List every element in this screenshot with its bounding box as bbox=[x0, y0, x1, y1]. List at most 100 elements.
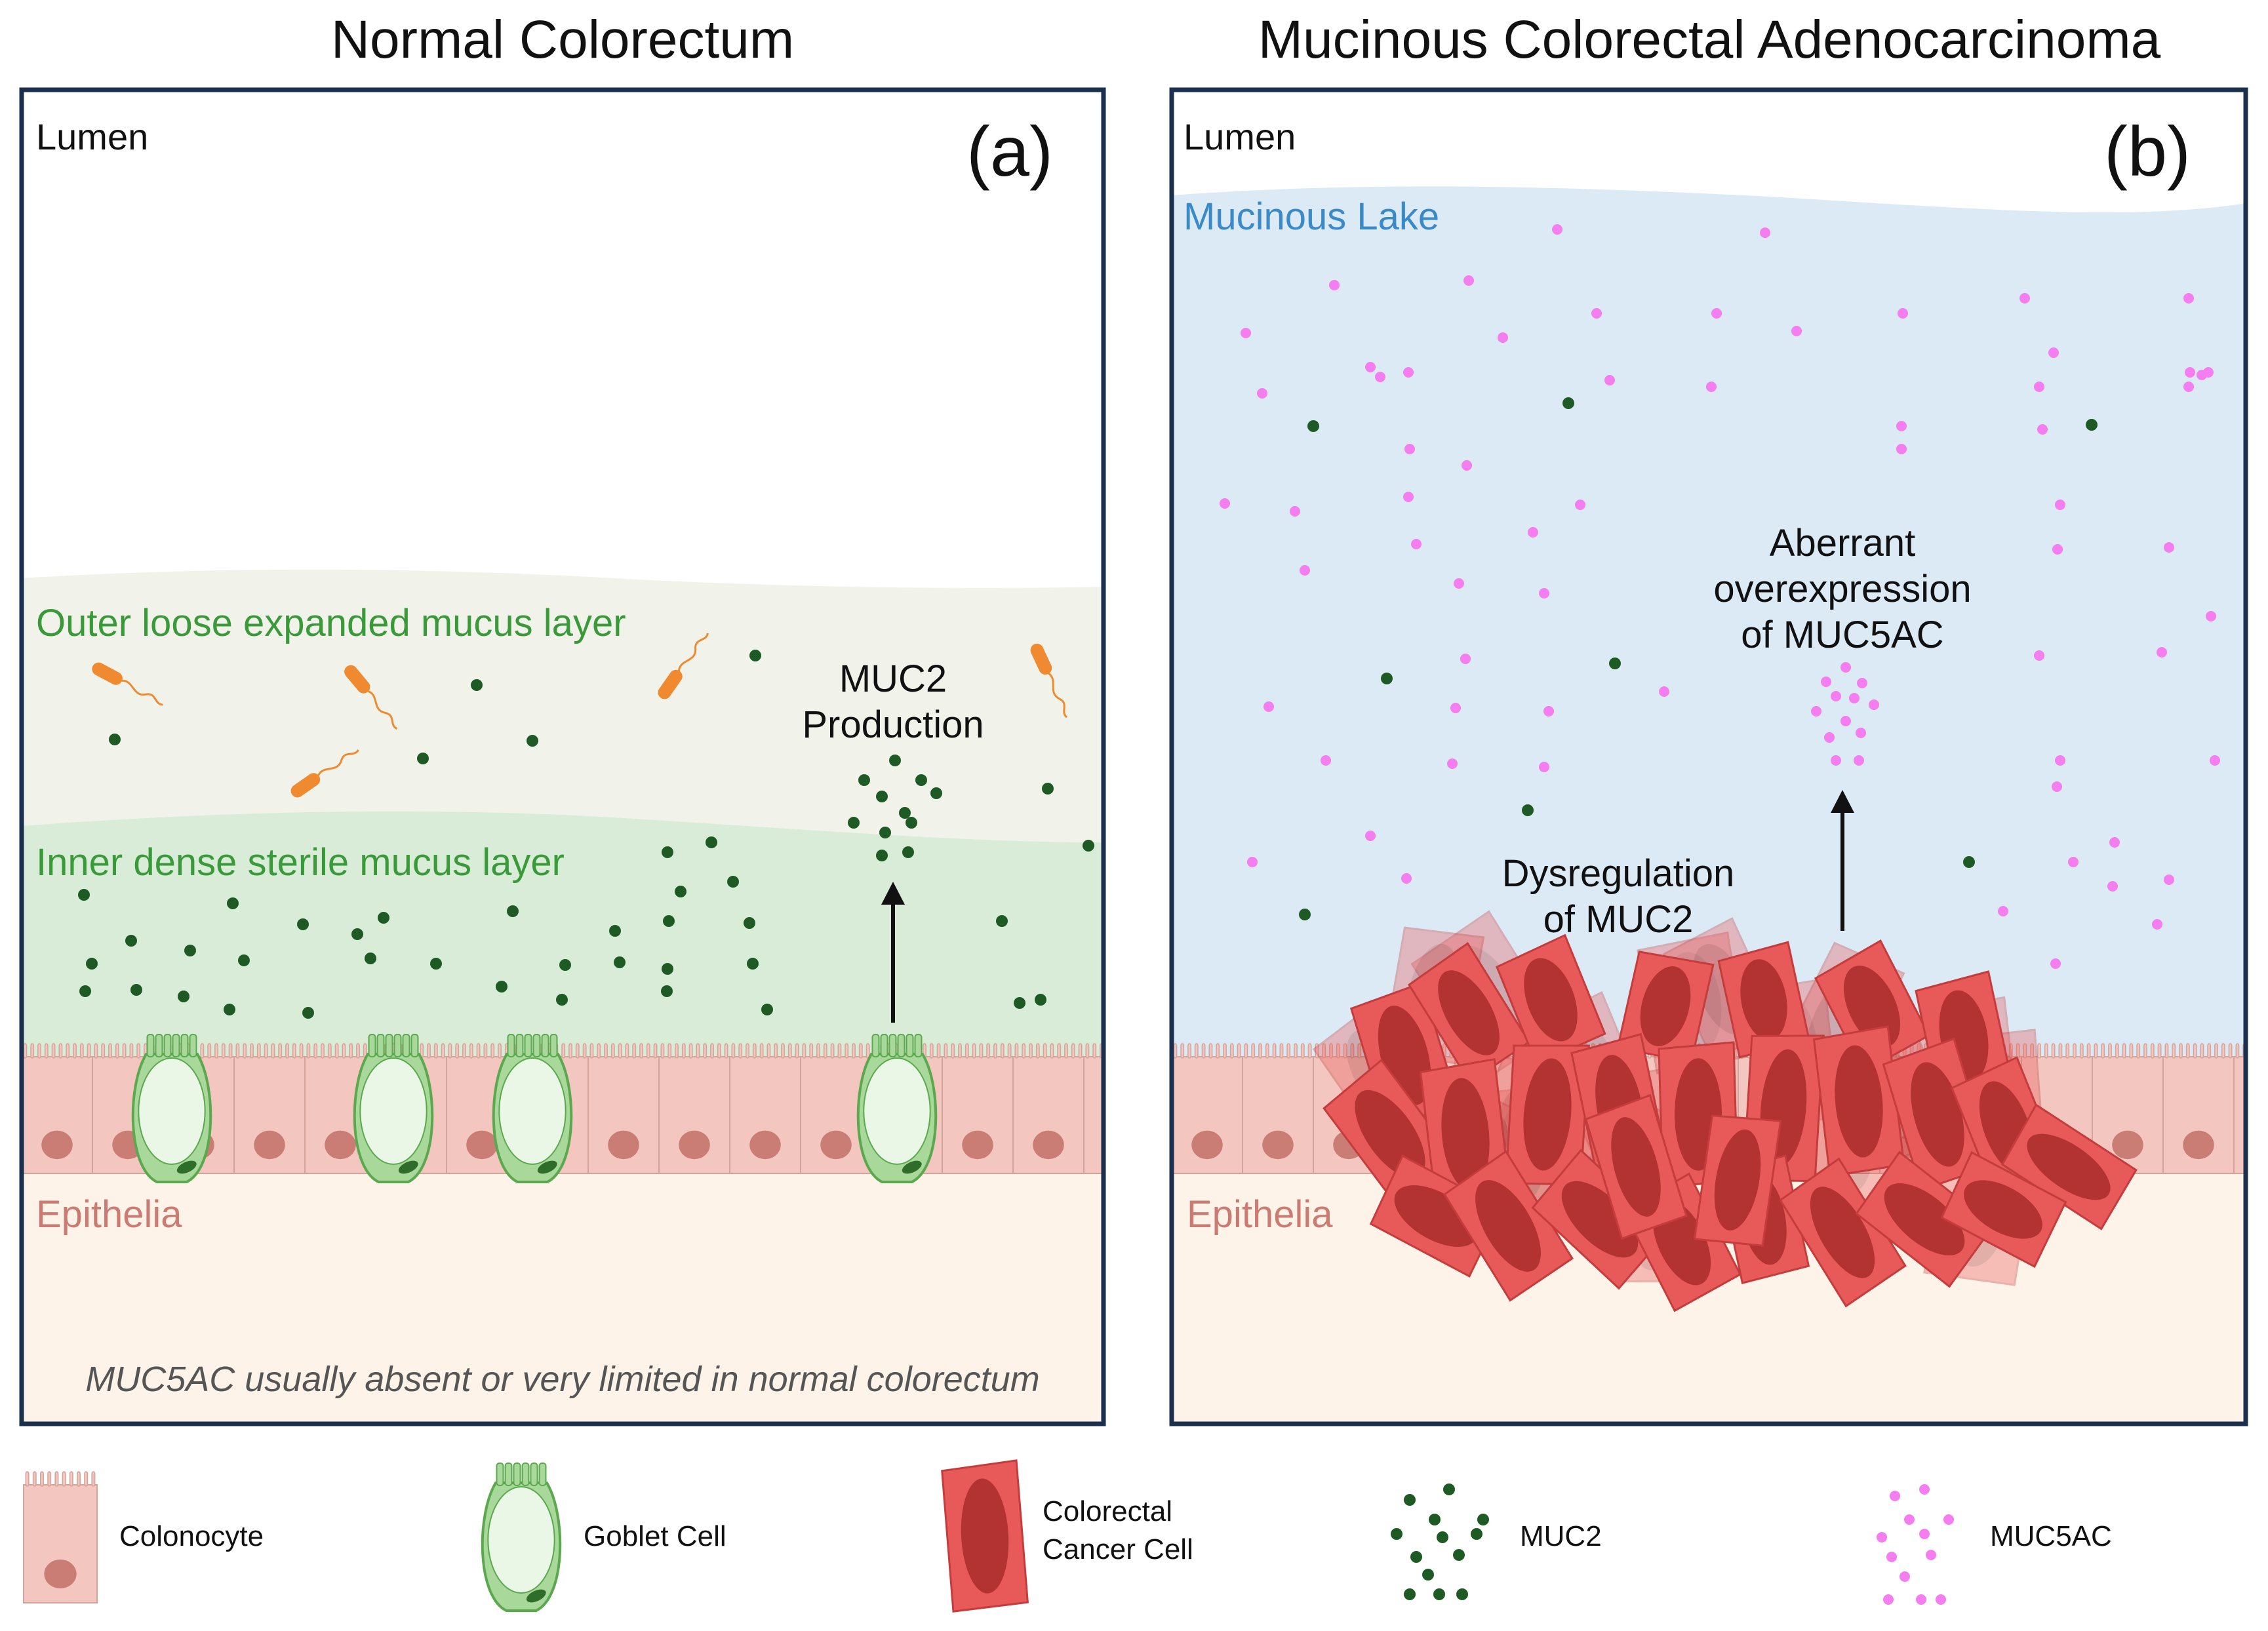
muc2-particle bbox=[761, 1004, 773, 1015]
panel-a-title: Normal Colorectum bbox=[331, 10, 794, 69]
muc5ac-particle bbox=[2152, 919, 2162, 930]
muc5ac-particle bbox=[1998, 906, 2008, 916]
cancer-cell bbox=[1779, 1157, 1907, 1308]
mucinous-lake-label: Mucinous Lake bbox=[1184, 195, 1439, 238]
muc2-particle bbox=[125, 935, 137, 947]
muc5ac-particle bbox=[2109, 837, 2120, 848]
colonocyte-cell bbox=[587, 1043, 660, 1174]
muc2-particle bbox=[224, 1004, 235, 1015]
cancer-cell bbox=[1584, 1093, 1688, 1240]
legend-muc5ac-icon bbox=[1877, 1484, 1954, 1605]
muc5ac-particle bbox=[2185, 367, 2195, 378]
muc5ac-particle bbox=[2206, 611, 2216, 621]
muc5ac-particle bbox=[1241, 328, 1251, 338]
muc5ac-particle bbox=[1854, 755, 1864, 766]
muc5ac-particle bbox=[1543, 706, 1554, 717]
muc5ac-particle bbox=[1831, 755, 1841, 766]
legend-muc5ac-dot bbox=[1916, 1594, 1926, 1605]
lamina-a bbox=[22, 1173, 1104, 1424]
legend-muc5ac-dot bbox=[1883, 1594, 1894, 1605]
muc2-particle bbox=[2086, 419, 2098, 431]
muc2-particle bbox=[749, 650, 761, 661]
bacterium bbox=[658, 633, 709, 699]
muc5ac-particle bbox=[1591, 308, 1602, 319]
muc5ac-particle bbox=[2197, 370, 2207, 380]
legend-muc2-dot bbox=[1422, 1569, 1434, 1581]
muc5ac-particle bbox=[1460, 654, 1471, 664]
legend-muc2-icon bbox=[1391, 1484, 1489, 1600]
cancer-cell bbox=[1717, 941, 1810, 1059]
panel-b-tag: (b) bbox=[2104, 111, 2191, 191]
muc5ac-particle bbox=[1528, 527, 1538, 538]
panel-b-epithelia-label: Epithelia bbox=[1187, 1193, 1333, 1236]
muc5ac-particle bbox=[2052, 544, 2063, 555]
muc5ac-particle bbox=[1856, 728, 1866, 738]
muc2-particle bbox=[378, 912, 389, 924]
legend-muc2-dot bbox=[1404, 1588, 1416, 1600]
colonocyte-cell bbox=[2233, 1043, 2246, 1174]
colonocyte-cell bbox=[658, 1043, 730, 1174]
muc5ac-particle bbox=[1257, 388, 1267, 399]
muc5ac-particle bbox=[1498, 332, 1508, 343]
muc2-particle bbox=[614, 956, 626, 968]
muc5ac-particle bbox=[1220, 498, 1230, 509]
colonocyte-cell bbox=[1083, 1043, 1104, 1174]
muc2-particles-a bbox=[78, 650, 1094, 1019]
muc5ac-particle bbox=[1375, 372, 1385, 382]
muc5ac-particle bbox=[1463, 275, 1474, 286]
legend-muc5ac-dot bbox=[1886, 1552, 1897, 1562]
legend-goblet-cell-label: Goblet Cell bbox=[584, 1520, 726, 1552]
muc5ac-particle bbox=[1575, 500, 1585, 510]
legend-muc2-dot bbox=[1404, 1494, 1416, 1506]
muc2-particle bbox=[727, 876, 739, 888]
muc5ac-particle bbox=[1462, 460, 1472, 471]
muc2-particle bbox=[744, 917, 755, 929]
muc2-particle bbox=[858, 774, 870, 786]
muc2-particle bbox=[365, 953, 376, 964]
colonocyte-cell bbox=[942, 1043, 1014, 1174]
legend-muc5ac-dot bbox=[1919, 1529, 1930, 1539]
muc2-particle bbox=[86, 958, 98, 970]
muc5ac-particle bbox=[1404, 444, 1415, 454]
muc5ac-particles-b bbox=[1220, 224, 2220, 969]
muc2-particle bbox=[905, 817, 917, 829]
muc2-particle bbox=[130, 984, 142, 996]
colonocyte-cell bbox=[729, 1043, 801, 1174]
legend-muc2-dot bbox=[1471, 1528, 1482, 1540]
muc2-particle bbox=[706, 836, 717, 848]
dysregulation-label-2: of MUC2 bbox=[1543, 898, 1694, 941]
tumor-mass bbox=[1312, 910, 2138, 1312]
muc5ac-particle bbox=[1300, 565, 1310, 576]
muc5ac-particle bbox=[1329, 280, 1340, 290]
muc2-particle bbox=[471, 679, 483, 691]
muc2-particle bbox=[417, 753, 429, 764]
muc2-particle bbox=[1014, 997, 1025, 1009]
muc2-particle bbox=[663, 915, 675, 927]
cancer-cell bbox=[1693, 1114, 1782, 1247]
muc5ac-particle bbox=[1811, 706, 1821, 717]
muc5ac-particle bbox=[1840, 716, 1851, 726]
goblet-cell bbox=[856, 1034, 938, 1183]
muc2-particle bbox=[1963, 856, 1975, 868]
muc5ac-particle bbox=[1711, 308, 1722, 319]
muc5ac-particle bbox=[2183, 293, 2194, 304]
legend-muc5ac-dot bbox=[1943, 1514, 1954, 1525]
muc5ac-particle bbox=[1539, 588, 1549, 599]
muc2-production-label-2: Production bbox=[802, 703, 984, 746]
legend-muc2-dot bbox=[1437, 1531, 1448, 1543]
muc2-particle bbox=[507, 905, 519, 917]
muc5ac-particle bbox=[1454, 578, 1464, 589]
muc5ac-particle bbox=[1840, 662, 1851, 673]
colonocyte-cell bbox=[1172, 1043, 1243, 1174]
panel-b-lumen-label: Lumen bbox=[1184, 116, 1296, 157]
bacterium bbox=[1030, 643, 1068, 718]
legend-muc5ac-dot bbox=[1936, 1594, 1946, 1605]
legend-goblet-cell-icon bbox=[481, 1463, 562, 1612]
muc2-particle bbox=[848, 817, 860, 829]
muc5ac-particle bbox=[2052, 781, 2062, 792]
muc2-particle bbox=[609, 925, 621, 937]
muc2-particle bbox=[899, 807, 911, 819]
panel-a-frame bbox=[19, 87, 1106, 1426]
legend-colonocyte-icon bbox=[23, 1471, 98, 1603]
muc5ac-particle bbox=[1831, 691, 1841, 701]
